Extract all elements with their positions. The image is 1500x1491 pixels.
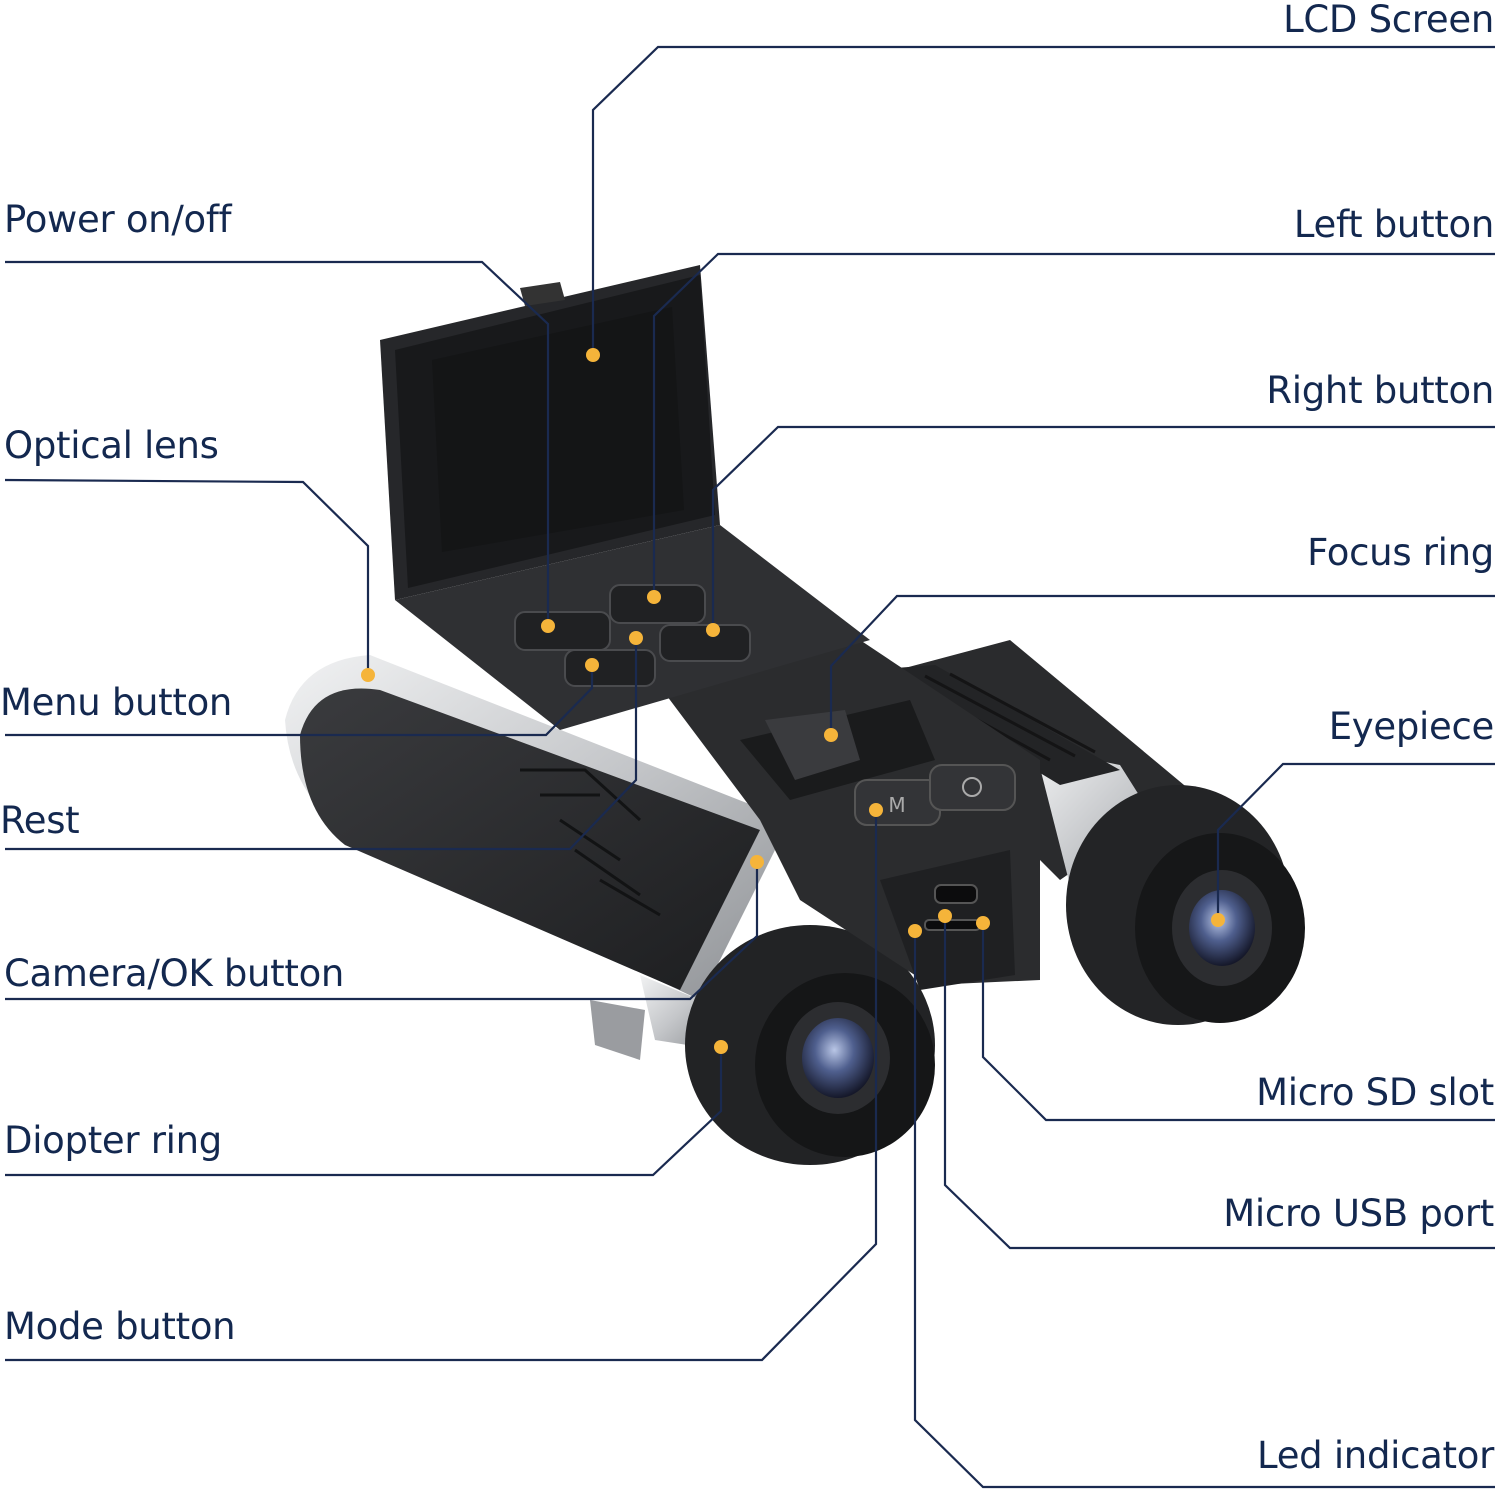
- lcd-screen: [432, 307, 684, 552]
- mode-key-glyph: M: [888, 793, 905, 817]
- label-diopter-ring: Diopter ring: [4, 1119, 222, 1162]
- label-left-button: Left button: [1293, 203, 1494, 246]
- label-rest: Rest: [0, 799, 80, 842]
- marker-dots: [361, 348, 1225, 1054]
- marker-focus-ring: [824, 728, 838, 742]
- leader-rest: [5, 640, 638, 851]
- label-right-button: Right button: [1266, 369, 1494, 412]
- label-micro-sd: Micro SD slot: [1256, 1071, 1494, 1114]
- marker-camera-ok: [750, 855, 764, 869]
- label-eyepiece: Eyepiece: [1328, 705, 1495, 748]
- leader-menu-button: [5, 665, 594, 737]
- label-led-indicator: Led indicator: [1257, 1434, 1494, 1477]
- leader-micro-usb: [943, 916, 1495, 1250]
- marker-power: [541, 619, 555, 633]
- marker-eyepiece: [1211, 913, 1225, 927]
- center-hub: [640, 640, 1040, 990]
- label-micro-usb: Micro USB port: [1223, 1192, 1494, 1235]
- label-camera-ok: Camera/OK button: [4, 952, 345, 995]
- leader-eyepiece: [1216, 762, 1495, 920]
- label-power: Power on/off: [4, 198, 232, 241]
- marker-optical-lens: [361, 668, 375, 682]
- marker-menu-button: [585, 658, 599, 672]
- leader-right-button: [711, 425, 1495, 630]
- camera-key: [929, 764, 1016, 811]
- leader-diopter-ring: [5, 1047, 723, 1177]
- leader-camera-ok: [5, 862, 759, 1001]
- leader-lcd-screen: [591, 45, 1495, 355]
- leader-optical-lens: [4, 478, 370, 675]
- marker-diopter-ring: [714, 1040, 728, 1054]
- leader-power: [5, 260, 550, 626]
- marker-left-button: [647, 590, 661, 604]
- marker-rest: [629, 631, 643, 645]
- leader-micro-sd: [981, 923, 1495, 1122]
- label-lcd-screen: LCD Screen: [1283, 0, 1494, 41]
- label-mode-button: Mode button: [4, 1305, 236, 1348]
- mode-key: M: [854, 779, 941, 826]
- marker-micro-usb: [938, 909, 952, 923]
- leader-mode-button: [5, 810, 878, 1362]
- leader-lines: [4, 45, 1495, 1489]
- label-focus-ring: Focus ring: [1307, 531, 1494, 574]
- left-barrel: [285, 655, 790, 1060]
- eyepiece-left: [685, 925, 935, 1165]
- marker-mode-button: [869, 803, 883, 817]
- marker-lcd-screen: [586, 348, 600, 362]
- label-menu-button: Menu button: [0, 681, 233, 724]
- camera-icon: [962, 777, 982, 797]
- eyepiece-right: [1066, 785, 1305, 1025]
- leader-left-button: [652, 252, 1495, 597]
- leader-led-indicator: [913, 931, 1495, 1489]
- label-optical-lens: Optical lens: [4, 424, 219, 467]
- marker-right-button: [706, 623, 720, 637]
- leader-focus-ring: [829, 594, 1495, 735]
- marker-led-indicator: [908, 924, 922, 938]
- marker-micro-sd: [976, 916, 990, 930]
- lcd-panel: [380, 265, 870, 730]
